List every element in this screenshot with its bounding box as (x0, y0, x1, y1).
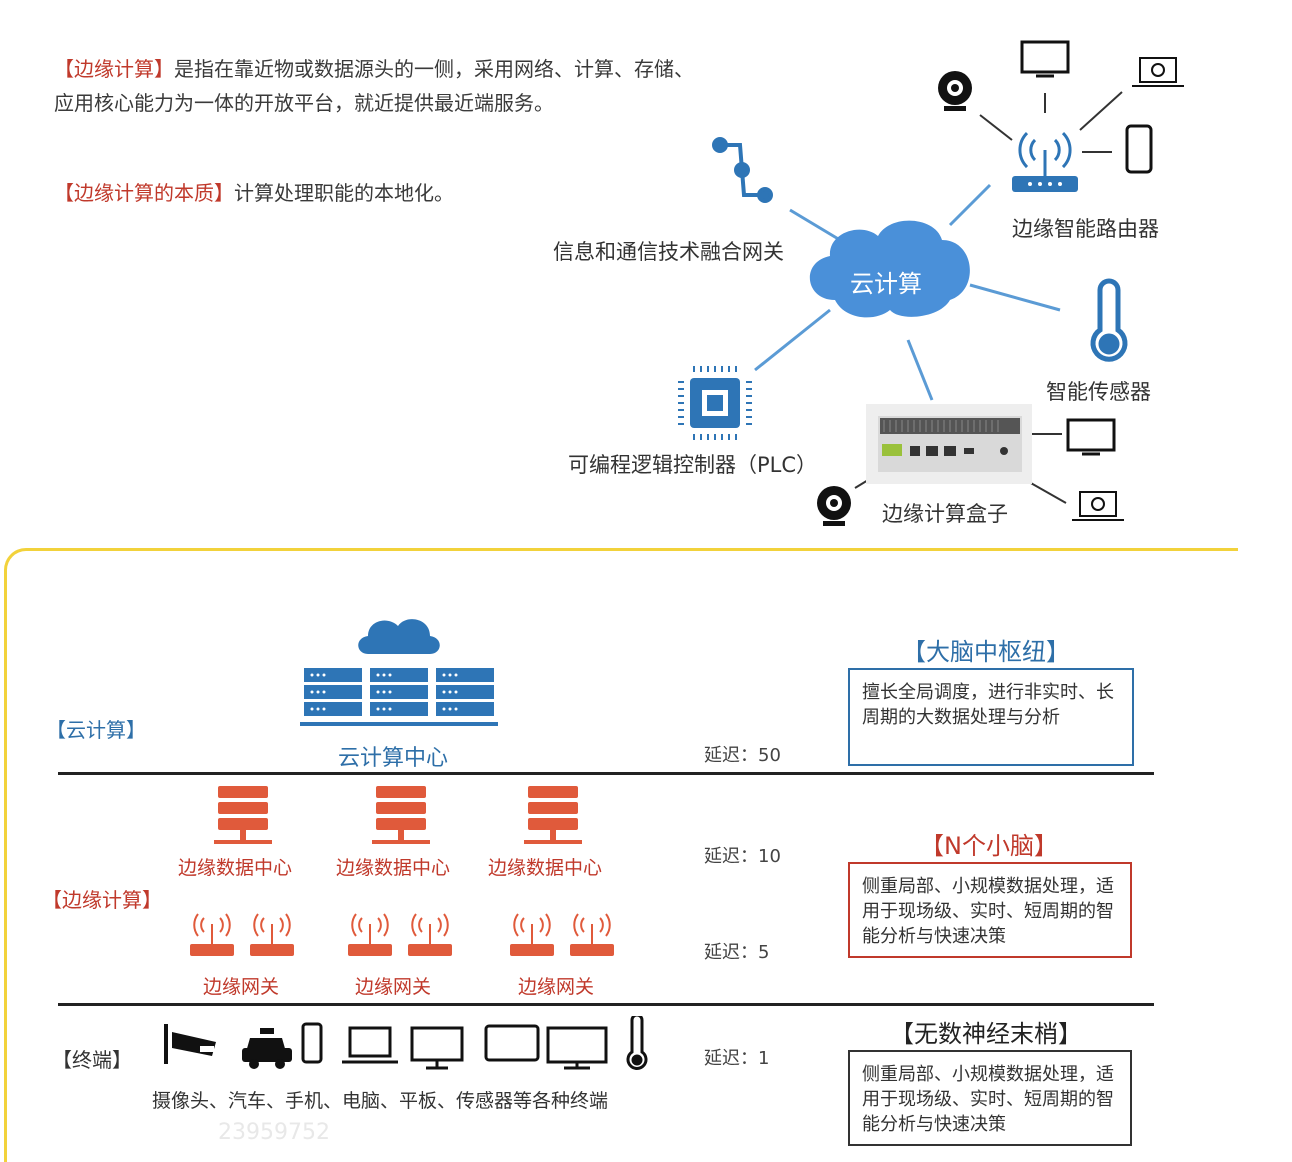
essence-definition-tag: 【边缘计算的本质】 (54, 181, 234, 205)
terminal-role-title: 【无数神经末梢】 (890, 1020, 1082, 1048)
line-plc (754, 308, 831, 372)
line-gateway (789, 208, 841, 242)
gateway-label: 信息和通信技术融合网关 (553, 240, 784, 264)
essence-definition-text: 计算处理职能的本地化。 (234, 181, 454, 205)
edge-datacenter-icon-1 (214, 786, 272, 844)
terminal-device-icons (164, 1016, 648, 1070)
edge-gateway-icons (190, 913, 614, 956)
edge-network-diagram (678, 40, 1184, 526)
tablet-icon (484, 1024, 540, 1062)
webcam-icon-top (938, 71, 972, 111)
essence-definition: 【边缘计算的本质】计算处理职能的本地化。 (54, 176, 694, 210)
laptop-icon (342, 1026, 398, 1064)
laptop-icon-top (1132, 57, 1184, 87)
latency-terminal: 延迟：1 (704, 1048, 770, 1069)
edge-gateway-label-3: 边缘网关 (518, 976, 595, 998)
gateway-router-icon-4 (408, 913, 452, 956)
router-icon (1012, 131, 1078, 192)
latency-edge-datacenter: 延迟：10 (704, 846, 781, 867)
phone-icon (301, 1022, 323, 1064)
plc-chip-icon (678, 366, 752, 440)
gateway-router-icon-5 (510, 913, 554, 956)
tv-icon (546, 1026, 608, 1070)
edge-datacenter-icon-2 (372, 786, 430, 844)
divider-cloud-edge (58, 772, 1154, 775)
edge-datacenter-label-1: 边缘数据中心 (178, 857, 293, 879)
edge-role-box: 侧重局部、小规模数据处理，适用于现场级、实时、短周期的智能分析与快速决策 (848, 862, 1132, 958)
line-box (906, 339, 934, 401)
gateway-router-icon-2 (250, 913, 294, 956)
edge-definition-tag: 【边缘计算】 (54, 57, 174, 81)
terminal-devices-label: 摄像头、汽车、手机、电脑、平板、传感器等各种终端 (152, 1090, 609, 1112)
phone-icon-top (1125, 124, 1153, 174)
latency-edge-gateway: 延迟：5 (704, 942, 770, 963)
gateway-icon (712, 137, 773, 203)
edge-role-title: 【N个小脑】 (920, 832, 1058, 860)
line-router (948, 183, 992, 227)
edge-role-desc: 侧重局部、小规模数据处理，适用于现场级、实时、短周期的智能分析与快速决策 (862, 876, 1114, 947)
cloud-icon (809, 220, 970, 318)
watermark: 23959752 (218, 1120, 330, 1145)
laptop-icon-box (1072, 491, 1124, 521)
edge-gateway-label-1: 边缘网关 (203, 976, 280, 998)
gateway-router-icon-1 (190, 913, 234, 956)
gateway-router-icon-6 (570, 913, 614, 956)
cloud-datacenter-icon (300, 619, 498, 726)
monitor-icon-box (1066, 418, 1116, 456)
gateway-router-icon-3 (348, 913, 392, 956)
monitor-icon (410, 1026, 464, 1070)
edge-box-icon (866, 404, 1032, 484)
line-sensor (969, 283, 1061, 312)
cloud-role-title: 【大脑中枢纽】 (902, 638, 1070, 666)
edge-datacenter-label-3: 边缘数据中心 (488, 857, 603, 879)
cloud-center-label: 云计算中心 (338, 746, 449, 771)
edge-datacenter-label-2: 边缘数据中心 (336, 857, 451, 879)
tier-label-edge: 【边缘计算】 (42, 888, 162, 912)
terminal-role-box: 侧重局部、小规模数据处理，适用于现场级、实时、短周期的智能分析与快速决策 (848, 1050, 1132, 1146)
edge-gateway-label-2: 边缘网关 (355, 976, 432, 998)
edge-definition-text: 是指在靠近物或数据源头的一侧，采用网络、计算、存储、应用核心能力为一体的开放平台… (54, 57, 694, 115)
latency-cloud: 延迟：50 (704, 745, 781, 766)
edge-box-label: 边缘计算盒子 (882, 502, 1008, 526)
tier-label-cloud: 【云计算】 (46, 718, 146, 742)
plc-label: 可编程逻辑控制器（PLC） (568, 453, 818, 477)
monitor-icon-top (1020, 40, 1070, 78)
thermometer-icon (1090, 278, 1128, 362)
cloud-role-desc: 擅长全局调度，进行非实时、长周期的大数据处理与分析 (862, 682, 1114, 728)
divider-edge-terminal (58, 1003, 1154, 1006)
thermometer-terminal-icon (626, 1016, 648, 1070)
surveillance-camera-icon (164, 1024, 216, 1064)
tier-panel (4, 548, 1238, 1162)
car-icon (242, 1028, 292, 1069)
tier-label-terminal: 【终端】 (52, 1048, 132, 1072)
terminal-role-desc: 侧重局部、小规模数据处理，适用于现场级、实时、短周期的智能分析与快速决策 (862, 1064, 1114, 1135)
edge-definition: 【边缘计算】是指在靠近物或数据源头的一侧，采用网络、计算、存储、应用核心能力为一… (54, 52, 694, 120)
cloud-role-box: 擅长全局调度，进行非实时、长周期的大数据处理与分析 (848, 668, 1134, 766)
cloud-label: 云计算 (850, 270, 922, 298)
router-label: 边缘智能路由器 (1012, 217, 1159, 241)
webcam-icon-bottom (817, 486, 851, 526)
sensor-label: 智能传感器 (1046, 380, 1151, 404)
edge-datacenter-icon-3 (524, 786, 582, 844)
